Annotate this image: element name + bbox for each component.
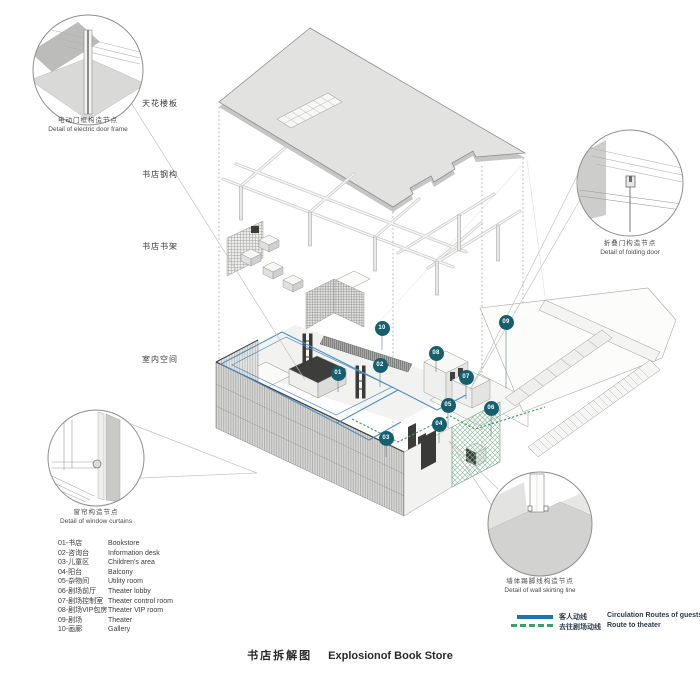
badge-07-control-room: 07 (458, 369, 474, 385)
room-03-zh: 03-儿童区 (58, 559, 90, 567)
badge-leader-lines (337, 330, 507, 457)
room-06-zh: 06-剧场前厅 (58, 587, 97, 595)
theater-seat-rows (527, 359, 661, 458)
room-05-en: Utility room (108, 578, 144, 586)
room-legend-list: 01-书店 Bookstore 02-咨询台 Information desk 03… (58, 539, 173, 635)
ladder-towers (302, 333, 366, 399)
legend-line-guests (517, 615, 553, 619)
ceiling-slab (218, 27, 527, 212)
theater (479, 287, 677, 458)
room-10-en: Gallery (108, 626, 131, 634)
room-05-zh: 05-杂物间 (58, 578, 90, 586)
sheet-title: 书店拆解图 Explosionof Book Store (150, 647, 550, 663)
room-02-en: Information desk (108, 549, 160, 557)
room-row-04: 04-阳台 Balcony (58, 568, 173, 578)
room-row-05: 05-杂物间 Utility room (58, 577, 173, 587)
caption-electric-door-zh: 电动门框构造节点 (58, 117, 118, 124)
caption-window-curtains-zh: 窗帘构造节点 (73, 509, 119, 516)
layer-label-ceiling-slab: 天花楼板 (142, 99, 178, 108)
caption-window-curtains-en: Detail of window curtains (60, 517, 132, 525)
room-03-en: Children's area (108, 559, 155, 567)
steel-frame (221, 146, 522, 296)
interior-space (215, 325, 546, 517)
caption-window-curtains: 窗帘构造节点 Detail of window curtains (16, 509, 176, 526)
badge-03-childrens-area: 03 (378, 430, 394, 446)
room-09-en: Theater (108, 616, 133, 624)
room-row-02: 02-咨询台 Information desk (58, 549, 173, 559)
legend-theater-en: Route to theater (607, 622, 661, 629)
room-07-zh: 07-剧场控制室 (58, 597, 104, 605)
badge-04-balcony: 04 (431, 416, 447, 432)
caption-folding-door-zh: 折叠门构造节点 (603, 240, 657, 247)
detail-circle-electric-door (32, 14, 144, 126)
room-04-en: Balcony (108, 568, 133, 576)
detail-circle-wall-skirting (487, 471, 593, 577)
caption-folding-door-en: Detail of folding door (600, 248, 660, 256)
gallery-band (319, 335, 413, 373)
room-01-zh: 01-书店 (58, 540, 83, 547)
room-02-zh: 02-咨询台 (58, 549, 90, 557)
shelf-boxes (240, 234, 304, 293)
room-04-zh: 04-阳台 (58, 568, 83, 576)
room-09-zh: 09-剧场 (58, 616, 83, 624)
badge-08-vip-room: 08 (428, 345, 444, 361)
theater-steps (504, 329, 613, 407)
layer-label-interior-space: 室内空间 (142, 355, 178, 364)
caption-wall-skirting: 墙体踢脚线构造节点 Detail of wall skirting line (460, 578, 620, 595)
legend-guests-en: Circulation Routes of guests (607, 612, 700, 619)
steel-posts (239, 185, 500, 296)
front-right-wall (403, 426, 453, 517)
caption-electric-door-en: Detail of electric door frame (48, 125, 128, 133)
detail-circle-folding-door (576, 129, 684, 237)
legend-line-theater (511, 624, 553, 627)
legend-theater-zh: 去往剧场动线 (559, 624, 601, 631)
bookshelf-layer (226, 220, 371, 330)
room-row-01: 01-书店 Bookstore (58, 539, 173, 549)
door-opening (421, 430, 436, 470)
caption-wall-skirting-zh: 墙体踢脚线构造节点 (506, 578, 574, 585)
layer-label-bookshelves: 书店书架 (142, 242, 178, 251)
badge-09-theater: 09 (498, 314, 514, 330)
layer-label-steel-frame: 书店钢构 (142, 170, 178, 179)
detail-leader-lines (129, 100, 581, 507)
sheet-title-en: Explosionof Book Store (328, 650, 453, 662)
room-10-zh: 10-画廊 (58, 626, 83, 634)
badge-06-theater-lobby: 06 (483, 400, 499, 416)
caption-folding-door: 折叠门构造节点 Detail of folding door (550, 240, 700, 257)
badge-01-bookstore: 01 (330, 365, 346, 381)
detail-circle-window-curtains (47, 409, 145, 507)
legend-guests-zh: 客人动线 (559, 614, 587, 621)
caption-wall-skirting-en: Detail of wall skirting line (504, 586, 576, 594)
skylight (276, 92, 343, 129)
badge-02-information-desk: 02 (372, 357, 388, 373)
room-08-en: Theater VIP room (108, 607, 164, 615)
circulation-route-guests (219, 331, 467, 441)
room-06-en: Theater lobby (108, 587, 151, 595)
explosion-guide-lines (371, 159, 546, 331)
badge-10-gallery: 10 (374, 320, 390, 336)
shelf-logo (251, 226, 259, 233)
room-row-06: 06-剧场前厅 Theater lobby (58, 587, 173, 597)
room-row-07: 07-剧场控制室 Theater control room (58, 597, 173, 607)
badge-05-utility-room: 05 (440, 397, 456, 413)
room-01-en: Bookstore (108, 540, 140, 547)
sheet-title-zh: 书店拆解图 (247, 650, 313, 662)
room-08-zh: 08-剧场VIP包房 (58, 607, 108, 615)
room-07-en: Theater control room (108, 597, 173, 605)
caption-electric-door: 电动门框构造节点 Detail of electric door frame (8, 117, 168, 134)
room-row-09: 09-剧场 Theater (58, 616, 173, 626)
room-row-10: 10-画廊 Gallery (58, 625, 173, 635)
room-row-03: 03-儿童区 Children's area (58, 558, 173, 568)
